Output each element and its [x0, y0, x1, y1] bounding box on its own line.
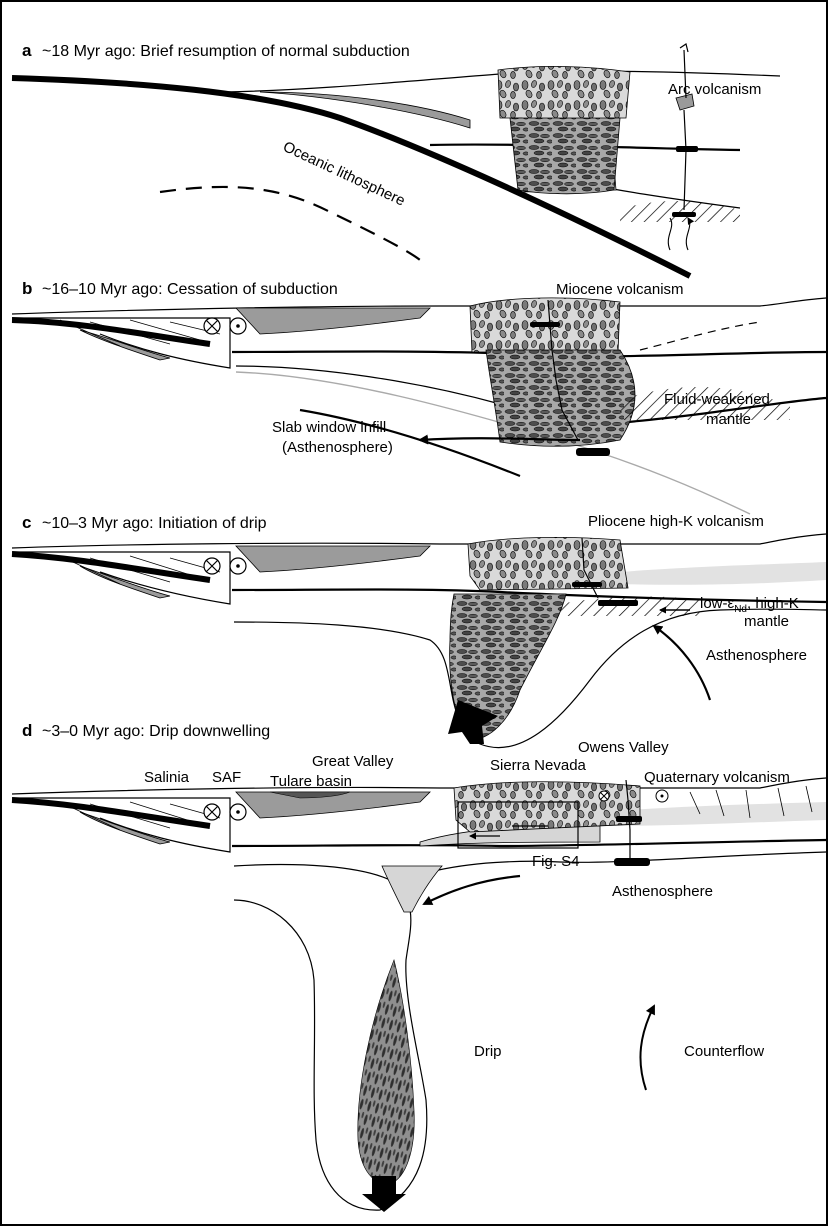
panel-a-sill-1 — [676, 146, 698, 152]
panel-c-batholith — [468, 537, 628, 590]
panel-d-salinia: Salinia — [144, 769, 190, 786]
panel-d-drip-neck — [382, 866, 442, 912]
panel-c-letter: c — [22, 513, 31, 532]
panel-a-wedge — [260, 92, 470, 128]
panel-a-rising-arrows — [668, 218, 689, 250]
panel-c: c ~10–3 Myr ago: Initiation of drip Plio… — [12, 513, 826, 748]
panel-c-low-eps-prefix: low- — [700, 595, 728, 612]
panel-c-hatched-mantle — [560, 597, 700, 616]
panel-d-great-valley-label: Great Valley — [312, 753, 394, 770]
panel-d-sill-1 — [616, 816, 642, 822]
panel-d-drip: Drip — [474, 1043, 502, 1060]
panel-b-sill-1 — [530, 322, 560, 327]
dot-circle-icon — [230, 558, 246, 574]
panel-c-sill-1 — [572, 582, 602, 587]
cross-circle-icon — [599, 791, 609, 801]
panel-a-arc-volcanism: Arc volcanism — [668, 81, 761, 98]
panel-a-letter: a — [22, 41, 32, 60]
dot-circle-icon — [656, 790, 668, 802]
cross-circle-icon — [204, 804, 220, 820]
panel-b-fluid-weakened-2: mantle — [706, 411, 751, 428]
panel-b: b ~16–10 Myr ago: Cessation of subductio… — [12, 279, 826, 514]
panel-c-asthenosphere: Asthenosphere — [706, 647, 807, 664]
panel-d-inflow-arrow — [424, 876, 520, 904]
panel-d-fig-s4: Fig. S4 — [532, 853, 580, 870]
panel-d-title: ~3–0 Myr ago: Drip downwelling — [42, 723, 270, 740]
panel-c-mantle: mantle — [744, 613, 789, 630]
panel-b-slab-window-1: Slab window infill — [272, 419, 386, 436]
panel-d-letter: d — [22, 721, 32, 740]
panel-d: d ~3–0 Myr ago: Drip downwelling — [12, 721, 826, 1212]
panel-d-quaternary-volcanism: Quaternary volcanism — [644, 769, 790, 786]
panel-b-lower-batholith — [486, 350, 635, 446]
panel-c-pliocene-volcanism: Pliocene high-K volcanism — [588, 513, 764, 530]
panel-a-lower-batholith — [510, 118, 620, 194]
panel-b-miocene-volcanism: Miocene volcanism — [556, 281, 684, 298]
panel-c-title: ~10–3 Myr ago: Initiation of drip — [42, 515, 267, 532]
panel-b-great-valley — [236, 308, 430, 334]
panel-c-low-eps-label: low-εNd, high-K — [700, 595, 799, 615]
panel-d-asthenosphere: Asthenosphere — [612, 883, 713, 900]
panel-b-fluid-weakened-1: Fluid-weakened — [664, 391, 770, 408]
panel-b-title: ~16–10 Myr ago: Cessation of subduction — [42, 281, 338, 298]
panel-d-sierra-nevada: Sierra Nevada — [490, 757, 587, 774]
panel-c-grey-layer — [620, 562, 826, 585]
panel-d-drip-body — [358, 960, 414, 1184]
panel-d-counterflow-arrow — [640, 1006, 654, 1090]
panel-c-low-eps-suffix: , high-K — [747, 595, 799, 612]
panel-a-dike — [684, 50, 686, 210]
panel-b-slab-window-2: (Asthenosphere) — [282, 439, 393, 456]
panel-a-title: ~18 Myr ago: Brief resumption of normal … — [42, 43, 410, 60]
cross-circle-icon — [204, 318, 220, 334]
panel-d-sill-2 — [614, 858, 650, 866]
panel-a: a ~18 Myr ago: Brief resumption of norma… — [12, 41, 780, 276]
dot-circle-icon — [230, 318, 246, 334]
panel-d-saf: SAF — [212, 769, 241, 786]
dot-circle-icon — [230, 804, 246, 820]
panel-d-tulare-basin-label: Tulare basin — [270, 773, 352, 790]
panel-d-drip-envelope — [234, 852, 826, 1210]
cross-circle-icon — [204, 558, 220, 574]
panel-b-dashed-curve — [640, 322, 760, 350]
panel-d-counterflow: Counterflow — [684, 1043, 764, 1060]
panel-c-great-valley — [236, 546, 430, 572]
panel-d-batholith — [454, 782, 640, 832]
panel-d-drip-arrow — [362, 1176, 406, 1212]
panel-b-letter: b — [22, 279, 32, 298]
panel-b-sill-2 — [576, 448, 610, 456]
panel-d-owens-valley: Owens Valley — [578, 739, 669, 756]
panel-a-hatched-mantle — [620, 201, 740, 222]
panel-c-asthenosphere-arrow — [654, 626, 710, 700]
